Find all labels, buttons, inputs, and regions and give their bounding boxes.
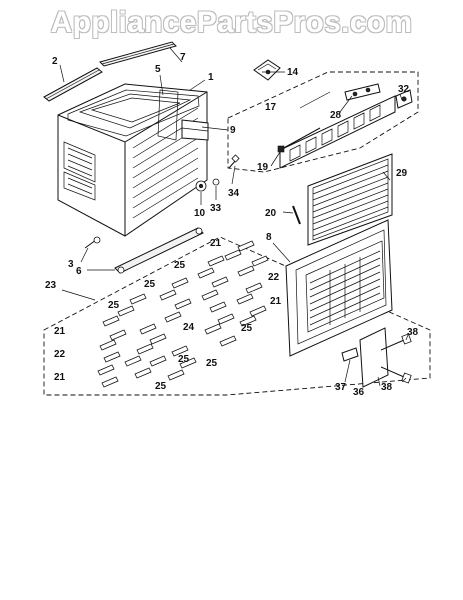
clip-part[interactable] <box>179 357 197 369</box>
callout-25-e: 25 <box>178 354 190 365</box>
callout-25-c: 25 <box>108 300 120 311</box>
callout-21-c: 21 <box>54 326 66 337</box>
bracket-part[interactable] <box>114 227 204 274</box>
callout-1: 1 <box>208 72 214 83</box>
callout-19: 19 <box>257 162 269 173</box>
clip-part[interactable] <box>211 276 229 288</box>
clip-part[interactable] <box>99 339 117 351</box>
clip-part[interactable] <box>103 351 121 363</box>
clip-part[interactable] <box>164 311 182 323</box>
callout-23: 23 <box>45 280 57 291</box>
callout-29: 29 <box>396 168 408 179</box>
control-panel-part[interactable] <box>279 95 396 169</box>
callout-10: 10 <box>194 208 206 219</box>
callout-21-b: 21 <box>270 296 282 307</box>
clip-part[interactable] <box>101 376 119 388</box>
label-part[interactable] <box>341 347 359 362</box>
screw-part[interactable] <box>84 236 101 249</box>
callout-17: 17 <box>265 102 277 113</box>
callout-25-f: 25 <box>206 358 218 369</box>
clip-part[interactable] <box>129 293 147 305</box>
clip-part[interactable] <box>245 282 263 294</box>
clip-part[interactable] <box>224 249 242 261</box>
callout-22-a: 22 <box>268 272 280 283</box>
filter-pin-part[interactable] <box>292 205 301 225</box>
clip-part[interactable] <box>209 301 227 313</box>
side-seal-part[interactable] <box>99 41 177 67</box>
callout-25-b: 25 <box>144 279 156 290</box>
callout-14: 14 <box>287 67 299 78</box>
callout-32: 32 <box>398 84 410 95</box>
callout-37: 37 <box>335 382 347 393</box>
clip-part[interactable] <box>197 267 215 279</box>
callout-3: 3 <box>68 259 74 270</box>
control-panel-boundary <box>227 71 419 173</box>
clip-part[interactable] <box>249 305 267 317</box>
switch-part[interactable] <box>344 83 381 101</box>
clip-part[interactable] <box>174 298 192 310</box>
washer-part[interactable] <box>212 178 220 186</box>
callout-34: 34 <box>228 188 240 199</box>
clip-part[interactable] <box>204 323 222 335</box>
clip-part[interactable] <box>109 329 127 341</box>
clip-part[interactable] <box>102 315 120 327</box>
clip-part[interactable] <box>167 369 185 381</box>
clip-part[interactable] <box>171 345 189 357</box>
clip-part[interactable] <box>149 355 167 367</box>
callout-7: 7 <box>180 52 186 63</box>
clip-part[interactable] <box>139 323 157 335</box>
knob-shaft-part[interactable] <box>277 127 321 153</box>
callout-21-a: 21 <box>210 238 222 249</box>
callout-labels: 2 7 1 5 9 10 33 34 3 6 14 17 19 28 32 29… <box>45 52 419 398</box>
callout-24: 24 <box>183 322 195 333</box>
clip-part[interactable] <box>201 289 219 301</box>
clip-part[interactable] <box>159 289 177 301</box>
clip-cover-part[interactable] <box>253 59 281 81</box>
clip-part[interactable] <box>217 313 235 325</box>
accessory-clips-group <box>97 240 269 388</box>
clip-part[interactable] <box>251 255 269 267</box>
clip-part[interactable] <box>237 265 255 277</box>
clip-part[interactable] <box>136 343 154 355</box>
callout-33: 33 <box>210 203 222 214</box>
watermark: AppliancePartsPros.com <box>50 6 413 39</box>
callout-6: 6 <box>76 266 82 277</box>
callout-38-a: 38 <box>407 327 419 338</box>
leader-lines <box>59 47 409 387</box>
accessory-kit-boundary <box>43 236 431 396</box>
clip-part[interactable] <box>97 364 115 376</box>
callout-5: 5 <box>155 64 161 75</box>
clip-part[interactable] <box>171 277 189 289</box>
clip-part[interactable] <box>149 333 167 345</box>
screw-b-part[interactable] <box>228 154 240 169</box>
clip-part[interactable] <box>237 240 255 252</box>
callout-20: 20 <box>265 208 277 219</box>
callout-22-b: 22 <box>54 349 66 360</box>
callout-25-g: 25 <box>155 381 167 392</box>
clip-part[interactable] <box>236 293 254 305</box>
callout-21-d: 21 <box>54 372 66 383</box>
callout-25-d: 25 <box>241 323 253 334</box>
cabinet-wrapper-part[interactable] <box>57 83 209 237</box>
clip-part[interactable] <box>117 305 135 317</box>
air-filter-part[interactable] <box>307 153 393 246</box>
front-panel-part[interactable] <box>285 219 393 357</box>
clip-part[interactable] <box>207 255 225 267</box>
callout-28: 28 <box>330 110 342 121</box>
callout-9: 9 <box>230 125 236 136</box>
bolt-part-lower[interactable] <box>380 366 412 384</box>
top-seal-part[interactable] <box>43 67 103 102</box>
mounting-plate-part[interactable] <box>359 327 389 388</box>
nut-part[interactable] <box>195 180 207 192</box>
callout-8: 8 <box>266 232 272 243</box>
callout-38-b: 38 <box>381 382 393 393</box>
clip-part[interactable] <box>219 335 237 347</box>
clip-part[interactable] <box>124 355 142 367</box>
clip-part[interactable] <box>134 367 152 379</box>
callout-2: 2 <box>52 56 58 67</box>
clip-part[interactable] <box>239 315 257 327</box>
callout-25-a: 25 <box>174 260 186 271</box>
callout-36: 36 <box>353 387 365 398</box>
